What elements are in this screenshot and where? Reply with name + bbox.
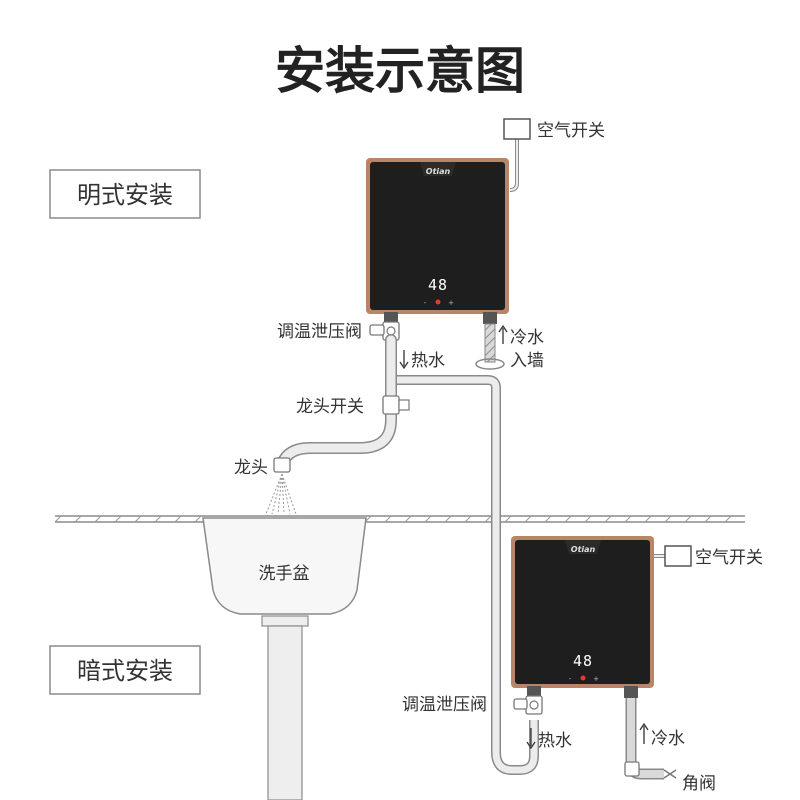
- air-switch-label-top: 空气开关: [537, 121, 605, 141]
- plus-button-bottom: +: [593, 675, 599, 683]
- faucet-head: [273, 457, 291, 473]
- brand-logo-bottom: Otian: [571, 545, 596, 554]
- pressure-valve-bottom: [513, 698, 528, 710]
- air-switch-label-bottom: 空气开关: [695, 548, 763, 568]
- brand-logo-top: Otian: [426, 167, 451, 176]
- cold-water-arrow-top: [498, 324, 508, 344]
- cold-water-arrow-bottom: [639, 722, 649, 744]
- wash-basin: 洗手盆: [202, 517, 367, 800]
- page-title: 安装示意图: [275, 42, 525, 100]
- hot-water-arrow-bottom: [526, 728, 536, 750]
- concealed-install-box: 暗式安装: [49, 645, 201, 695]
- angle-valve: [624, 761, 640, 777]
- hot-water-label-bottom: 热水: [538, 731, 572, 751]
- into-wall-label: 入墙: [510, 351, 544, 371]
- power-indicator-top: [435, 299, 441, 305]
- plus-button-top: +: [448, 299, 454, 307]
- minus-button-bottom: -: [569, 675, 572, 683]
- countertop: [54, 515, 745, 523]
- hot-water-label-top: 热水: [411, 351, 445, 371]
- bottom-heater-fittings: [513, 686, 677, 780]
- cold-water-hose-top: [484, 323, 496, 363]
- top-water-heater: Otian 48 - +: [366, 158, 509, 314]
- air-switch-box-bottom: [664, 545, 692, 567]
- exposed-install-box: 明式安装: [49, 169, 201, 219]
- exposed-install-label: 明式安装: [77, 181, 173, 209]
- water-spray: [265, 473, 297, 515]
- minus-button-top: -: [424, 299, 427, 307]
- temperature-display-bottom: 48: [573, 652, 593, 670]
- wash-basin-label: 洗手盆: [259, 564, 310, 584]
- bottom-water-heater: Otian 48 - +: [511, 536, 654, 688]
- air-switch-box-top: [503, 118, 531, 140]
- concealed-install-label: 暗式安装: [77, 657, 173, 685]
- angle-valve-label: 角阀: [682, 774, 716, 794]
- pressure-valve-label-bottom: 调温泄压阀: [402, 695, 487, 715]
- power-indicator-bottom: [580, 675, 586, 681]
- cold-water-label-top: 冷水: [510, 328, 544, 348]
- bottom-air-switch: 空气开关: [654, 545, 763, 568]
- cold-water-label-bottom: 冷水: [651, 729, 685, 749]
- pressure-valve-top: [369, 324, 385, 336]
- temperature-display-top: 48: [428, 276, 448, 294]
- faucet-label: 龙头: [234, 458, 268, 478]
- pressure-valve-label-top: 调温泄压阀: [277, 322, 362, 342]
- faucet-switch: [382, 395, 400, 415]
- top-heater-fittings: [369, 312, 505, 370]
- faucet-pipe: [273, 334, 410, 473]
- hot-water-arrow-top: [399, 350, 409, 370]
- hot-water-supply-pipe: [391, 375, 539, 775]
- faucet-switch-label: 龙头开关: [296, 397, 364, 417]
- top-air-switch: 空气开关: [503, 118, 605, 192]
